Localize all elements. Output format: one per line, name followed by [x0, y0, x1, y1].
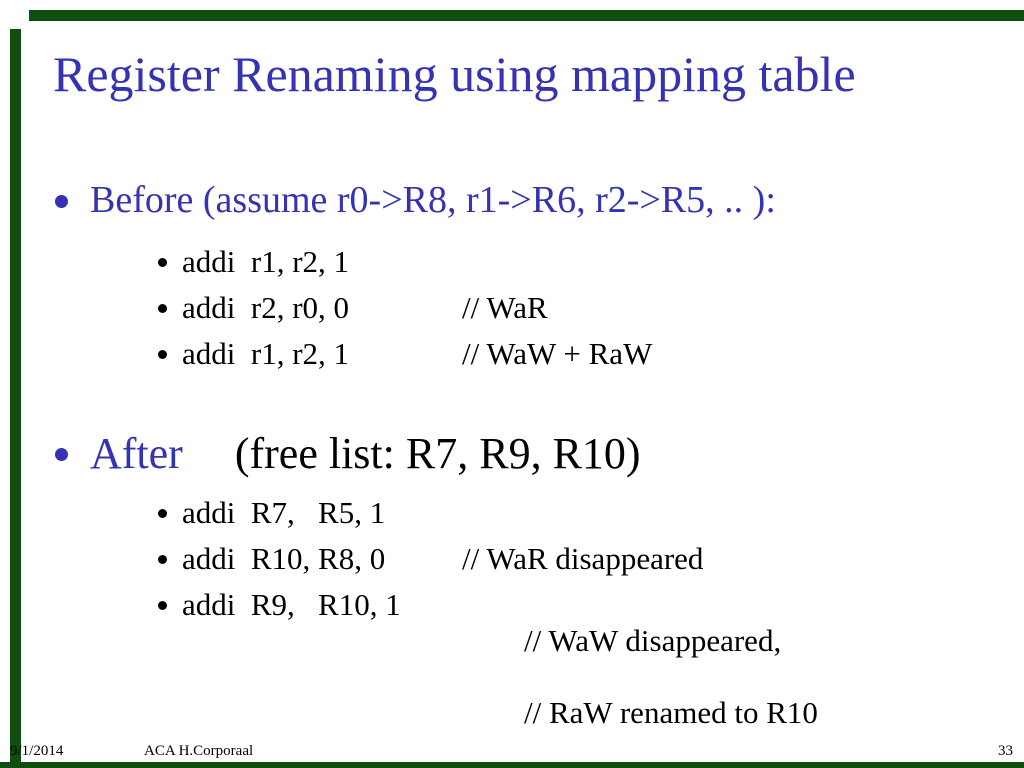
- comment-text: // WaR: [462, 290, 548, 325]
- comment-block: // WaW disappeared, // RaW renamed to R1…: [462, 587, 818, 767]
- comment-text: // WaW disappeared,: [524, 623, 782, 658]
- before-code-list: addi r1, r2, 1 addi r2, r0, 0 // WaR add…: [158, 244, 652, 382]
- bullet-dot-icon: [158, 350, 167, 359]
- after-code-list: addi R7, R5, 1 addi R10, R8, 0 // WaR di…: [158, 495, 818, 768]
- list-item: addi r1, r2, 1: [158, 244, 652, 280]
- after-bullet-line: After (free list: R7, R9, R10): [55, 428, 641, 481]
- bullet-dot-icon: [55, 448, 68, 461]
- code-text: addi r1, r2, 1: [182, 244, 350, 279]
- before-bullet-line: Before (assume r0->R8, r1->R6, r2->R5, .…: [55, 178, 776, 224]
- footer-author: ACA H.Corporaal: [144, 743, 254, 759]
- list-item: addi R10, R8, 0 // WaR disappeared: [158, 541, 818, 577]
- comment-text: // WaR disappeared: [462, 541, 704, 576]
- after-label: After: [90, 429, 183, 478]
- top-border-bar: [29, 10, 1024, 21]
- list-item: addi R7, R5, 1: [158, 495, 818, 531]
- list-item: addi R9, R10, 1 // WaW disappeared, // R…: [158, 587, 818, 767]
- slide-title: Register Renaming using mapping table: [53, 46, 856, 102]
- code-text: addi R10, R8, 0: [182, 541, 386, 576]
- bullet-dot-icon: [55, 195, 68, 208]
- bullet-dot-icon: [158, 601, 167, 610]
- footer-date: 9/1/2014: [10, 743, 64, 759]
- list-item: addi r1, r2, 1 // WaW + RaW: [158, 336, 652, 372]
- code-text: addi r2, r0, 0: [182, 290, 350, 325]
- left-border-bar: [10, 29, 21, 768]
- bullet-dot-icon: [158, 304, 167, 313]
- comment-text: // RaW renamed to R10: [524, 695, 818, 730]
- list-item: addi r2, r0, 0 // WaR: [158, 290, 652, 326]
- bullet-dot-icon: [158, 258, 167, 267]
- bullet-dot-icon: [158, 555, 167, 564]
- before-label: Before (assume r0->R8, r1->R6, r2->R5, .…: [90, 179, 776, 221]
- bullet-dot-icon: [158, 509, 167, 518]
- code-text: addi r1, r2, 1: [182, 336, 350, 371]
- after-free-list: (free list: R7, R9, R10): [234, 429, 641, 478]
- code-text: addi R7, R5, 1: [182, 495, 386, 530]
- bottom-border-bar: [0, 762, 1024, 768]
- code-text: addi R9, R10, 1: [182, 587, 401, 622]
- comment-text: // WaW + RaW: [462, 336, 653, 371]
- slide-number: 33: [998, 743, 1013, 759]
